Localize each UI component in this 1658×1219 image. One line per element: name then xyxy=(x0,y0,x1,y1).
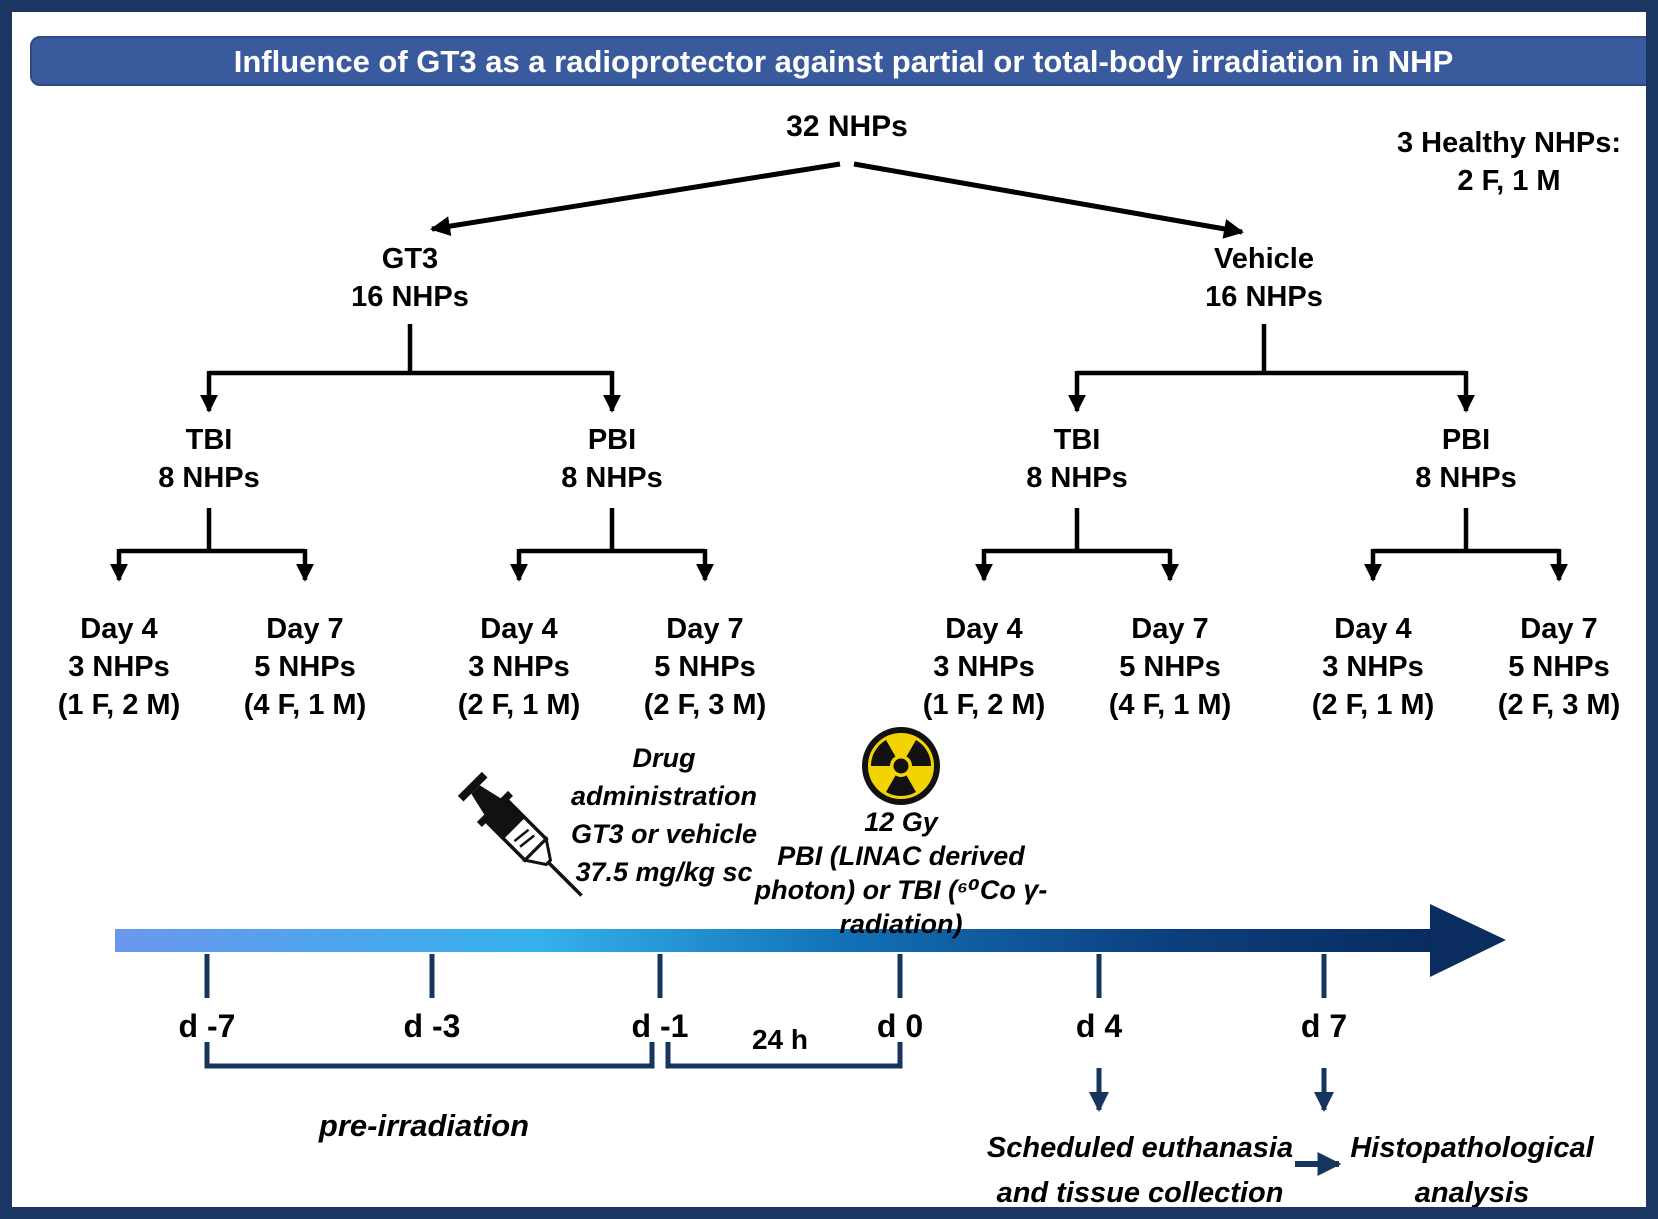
syringe-icon xyxy=(457,771,583,897)
leaf-day: Day 7 xyxy=(666,613,744,645)
drug-line2: administration xyxy=(570,781,758,811)
tick-label-d0: d 0 xyxy=(876,1008,924,1044)
leaf-vehicle-tbi-day7: Day 7 5 NHPs (4 F, 1 M) xyxy=(1109,610,1231,724)
histopathology-note: Histopathological analysis xyxy=(1350,1126,1594,1209)
euthanasia-note: Scheduled euthanasia and tissue collecti… xyxy=(986,1126,1294,1209)
arm-label: Vehicle xyxy=(1214,243,1314,275)
tree-root-label: 32 NHPs xyxy=(786,110,908,143)
arm-count: 16 NHPs xyxy=(351,281,469,313)
drug-line4: 37.5 mg/kg sc xyxy=(575,857,753,887)
leaf-gt3-pbi-day4: Day 4 3 NHPs (2 F, 1 M) xyxy=(458,610,580,724)
leaf-gt3-tbi-day4: Day 4 3 NHPs (1 F, 2 M) xyxy=(58,610,180,724)
histopathology-line1: Histopathological xyxy=(1350,1132,1594,1164)
group-label: PBI xyxy=(587,424,637,456)
group-count: 8 NHPs xyxy=(158,462,260,494)
leaf-vehicle-pbi-day4: Day 4 3 NHPs (2 F, 1 M) xyxy=(1312,610,1434,724)
leaf-vehicle-tbi-day4: Day 4 3 NHPs (1 F, 2 M) xyxy=(923,610,1045,724)
leaf-n: 3 NHPs xyxy=(68,651,170,683)
radiation-line3: photon) or TBI (⁶⁰Co γ- xyxy=(754,875,1048,905)
leaf-sex: (2 F, 1 M) xyxy=(1311,689,1435,721)
group-label: TBI xyxy=(1053,424,1101,456)
leaf-sex: (2 F, 3 M) xyxy=(1497,689,1621,721)
timeline-arrow xyxy=(115,904,1506,977)
radiation-line1: 12 Gy xyxy=(864,807,938,837)
leaf-sex: (1 F, 2 M) xyxy=(57,689,181,721)
leaf-n: 3 NHPs xyxy=(468,651,570,683)
group-label: TBI xyxy=(185,424,233,456)
leaf-day: Day 7 xyxy=(1520,613,1598,645)
leaf-vehicle-pbi-day7: Day 7 5 NHPs (2 F, 3 M) xyxy=(1498,610,1620,724)
leaf-n: 5 NHPs xyxy=(654,651,756,683)
tick-label-d-1: d -1 xyxy=(631,1008,689,1044)
leaf-n: 5 NHPs xyxy=(254,651,356,683)
drug-line3: GT3 or vehicle xyxy=(570,819,758,849)
arm-count: 16 NHPs xyxy=(1205,281,1323,313)
histopathology-line2: analysis xyxy=(1414,1177,1530,1209)
leaf-day: Day 7 xyxy=(1131,613,1209,645)
tick-label-d-3: d -3 xyxy=(403,1008,461,1044)
tree-connectors xyxy=(110,161,1568,582)
leaf-day: Day 7 xyxy=(266,613,344,645)
leaf-sex: (4 F, 1 M) xyxy=(243,689,367,721)
healthy-nhp-line2: 2 F, 1 M xyxy=(1457,165,1561,197)
diagram-wiring xyxy=(110,161,1568,1176)
drug-line1: Drug xyxy=(632,743,696,773)
tick-label-d-7: d -7 xyxy=(178,1008,236,1044)
page-title: Influence of GT3 as a radioprotector aga… xyxy=(30,36,1646,86)
leaf-day: Day 4 xyxy=(80,613,158,645)
drug-annotation: Drug administration GT3 or vehicle 37.5 … xyxy=(571,739,757,891)
node-gt3-pbi: PBI 8 NHPs xyxy=(561,421,663,497)
group-label: PBI xyxy=(1441,424,1491,456)
timeline-ticks xyxy=(204,954,1327,998)
leaf-n: 5 NHPs xyxy=(1119,651,1221,683)
leaf-gt3-pbi-day7: Day 7 5 NHPs (2 F, 3 M) xyxy=(644,610,766,724)
tick-label-d7: d 7 xyxy=(1300,1008,1348,1044)
euthanasia-line1: Scheduled euthanasia xyxy=(986,1132,1294,1164)
leaf-day: Day 4 xyxy=(480,613,558,645)
group-count: 8 NHPs xyxy=(1415,462,1517,494)
radiation-line2: PBI (LINAC derived xyxy=(777,841,1025,871)
group-count: 8 NHPs xyxy=(561,462,663,494)
interval-24h-label: 24 h xyxy=(751,1024,809,1055)
euthanasia-line2: and tissue collection xyxy=(996,1177,1284,1209)
leaf-sex: (1 F, 2 M) xyxy=(922,689,1046,721)
node-gt3-tbi: TBI 8 NHPs xyxy=(158,421,260,497)
healthy-nhp-note: 3 Healthy NHPs: 2 F, 1 M xyxy=(1397,124,1621,200)
leaf-gt3-tbi-day7: Day 7 5 NHPs (4 F, 1 M) xyxy=(244,610,366,724)
leaf-n: 3 NHPs xyxy=(1322,651,1424,683)
leaf-sex: (2 F, 3 M) xyxy=(643,689,767,721)
node-arm-gt3: GT3 16 NHPs xyxy=(351,240,469,316)
radiation-icon xyxy=(862,727,940,805)
node-vehicle-pbi: PBI 8 NHPs xyxy=(1415,421,1517,497)
tick-label-d4: d 4 xyxy=(1075,1008,1123,1044)
leaf-n: 3 NHPs xyxy=(933,651,1035,683)
node-vehicle-tbi: TBI 8 NHPs xyxy=(1026,421,1128,497)
euthanasia-arrows xyxy=(1089,1068,1342,1176)
healthy-nhp-line1: 3 Healthy NHPs: xyxy=(1396,127,1622,159)
arm-label: GT3 xyxy=(381,243,439,275)
radiation-line4: radiation) xyxy=(839,909,963,939)
group-count: 8 NHPs xyxy=(1026,462,1128,494)
leaf-day: Day 4 xyxy=(1334,613,1412,645)
radiation-annotation: 12 Gy PBI (LINAC derived photon) or TBI … xyxy=(755,805,1048,941)
leaf-day: Day 4 xyxy=(945,613,1023,645)
leaf-sex: (4 F, 1 M) xyxy=(1108,689,1232,721)
leaf-n: 5 NHPs xyxy=(1508,651,1610,683)
leaf-sex: (2 F, 1 M) xyxy=(457,689,581,721)
pre-irradiation-label: pre-irradiation xyxy=(318,1108,530,1143)
interval-brackets xyxy=(204,1042,903,1069)
node-arm-vehicle: Vehicle 16 NHPs xyxy=(1205,240,1323,316)
